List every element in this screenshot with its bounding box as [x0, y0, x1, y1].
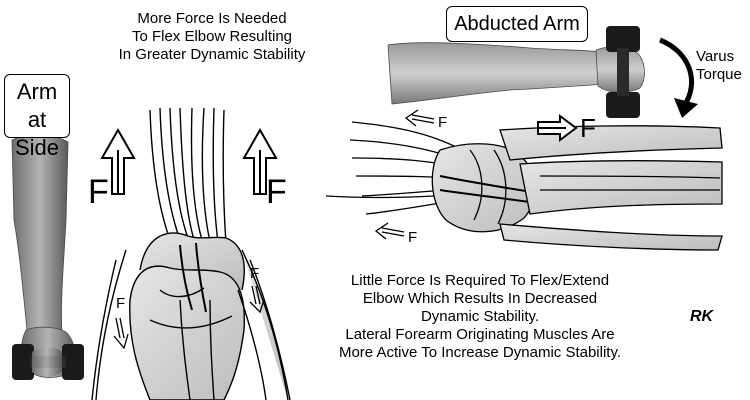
left-upward-force-arrow: [100, 127, 136, 195]
left-elbow-anatomy: [91, 107, 291, 400]
varus-torque-label-line-2: Torque: [696, 66, 742, 83]
bottom-caption-line-3: Dynamic Stability.: [420, 308, 540, 325]
right-dumbbell: [606, 26, 640, 118]
bottom-caption-line-4: Lateral Forearm Originating Muscles Are: [345, 326, 615, 343]
left-arm-photo: [11, 134, 76, 378]
force-label-left-large: F: [88, 173, 109, 211]
bottom-caption-line-2: Elbow Which Results In Decreased: [362, 290, 598, 307]
abducted-arm-photo: [387, 42, 645, 105]
arm-at-side-label: Arm at Side: [4, 74, 70, 160]
abducted-arm-label: Abducted Arm: [446, 6, 588, 42]
varus-torque-label: Varus Torque: [696, 48, 750, 84]
force-label-right-arrow: F: [580, 113, 596, 143]
right-downward-arrow: [249, 285, 265, 314]
force-label-lower-left: F: [408, 229, 418, 246]
force-label-right-small: F: [250, 265, 260, 282]
arm-at-side-label-line-1: Arm at: [16, 79, 58, 132]
left-caption-line-1: More Force Is Needed: [137, 10, 287, 27]
varus-torque-arrow: [658, 37, 698, 118]
author-signature: RK: [690, 308, 714, 325]
right-upward-force-arrow: [242, 127, 278, 195]
bottom-caption-line-5: More Active To Increase Dynamic Stabilit…: [338, 344, 622, 361]
upper-left-force-arrow: [404, 109, 435, 127]
arm-at-side-label-line-2: Side: [14, 135, 60, 160]
varus-torque-label-line-1: Varus: [696, 48, 735, 65]
left-downward-arrow: [113, 317, 129, 350]
force-label-right-large: F: [266, 173, 287, 211]
lower-left-force-arrow: [374, 222, 405, 240]
bottom-caption-line-1: Little Force Is Required To Flex/Extend: [350, 272, 610, 289]
force-label-upper-left: F: [438, 114, 448, 131]
left-dumbbell: [12, 344, 84, 380]
left-caption-line-3: In Greater Dynamic Stability: [118, 46, 306, 63]
left-caption: More Force Is Needed To Flex Elbow Resul…: [82, 10, 342, 64]
left-caption-line-2: To Flex Elbow Resulting: [131, 28, 293, 45]
force-label-left-small: F: [116, 295, 126, 312]
abducted-elbow-anatomy: [325, 121, 723, 251]
right-pointing-force-arrow: [537, 114, 578, 142]
bottom-caption: Little Force Is Required To Flex/Extend …: [330, 272, 630, 362]
